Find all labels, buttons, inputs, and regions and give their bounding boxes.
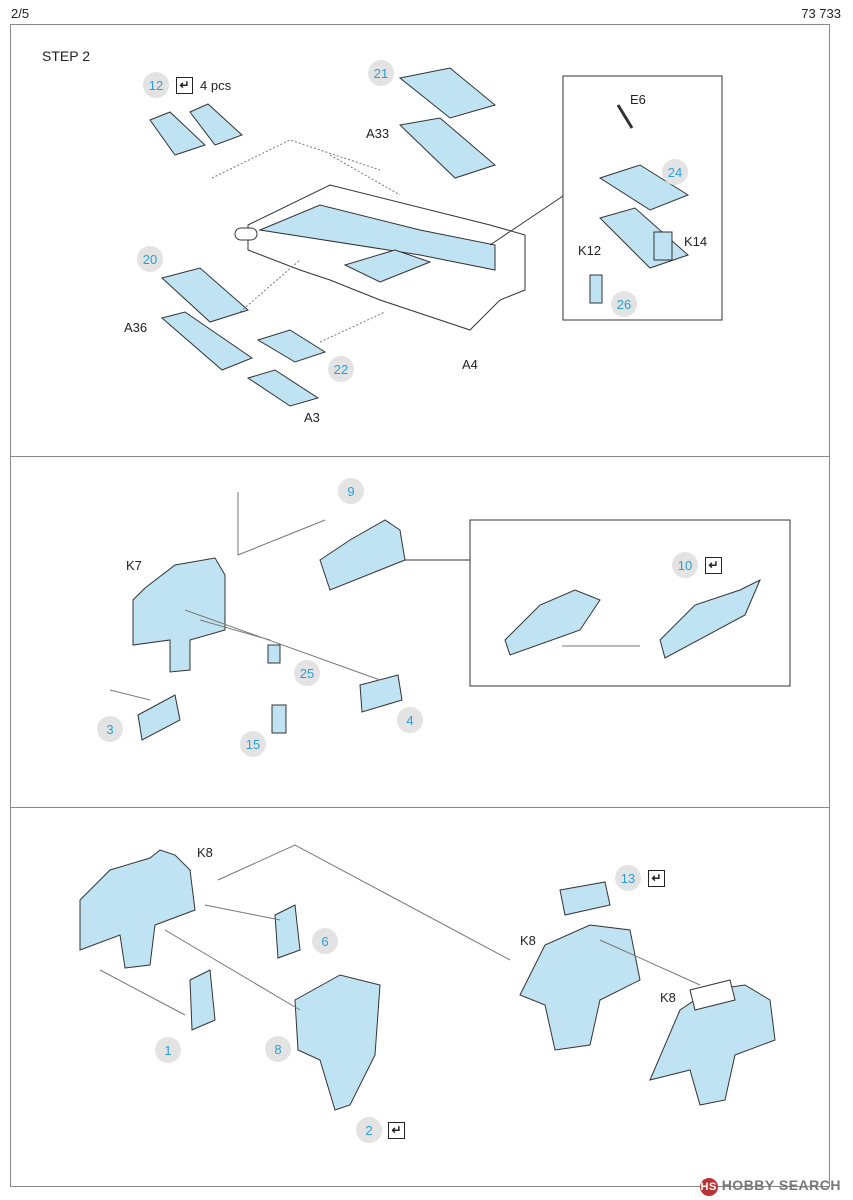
part-a4-label: A4 bbox=[462, 357, 478, 372]
part-9-badge: 9 bbox=[338, 478, 364, 504]
watermark-text: HOBBY SEARCH bbox=[721, 1177, 841, 1193]
page-number: 2/5 bbox=[11, 6, 30, 21]
step2-panel-bottom bbox=[10, 807, 830, 1187]
part-e6-label: E6 bbox=[630, 92, 646, 107]
part-12-qty: 4 pcs bbox=[200, 78, 232, 93]
part-k7-label: K7 bbox=[126, 558, 142, 573]
part-24-badge: 24 bbox=[662, 159, 688, 185]
watermark-logo: HS bbox=[699, 1178, 718, 1196]
part-6-badge: 6 bbox=[312, 928, 338, 954]
part-k8-mid-label: K8 bbox=[520, 933, 536, 948]
part-10-badge: 10 bbox=[672, 552, 698, 578]
part-k8-right-label: K8 bbox=[660, 990, 676, 1005]
part-21-badge: 21 bbox=[368, 60, 394, 86]
part-a36-label: A36 bbox=[124, 320, 148, 335]
part-25-badge: 25 bbox=[294, 660, 320, 686]
fold-icon: ↵ bbox=[648, 870, 665, 887]
part-a33-label: A33 bbox=[366, 126, 390, 141]
part-26-badge: 26 bbox=[611, 291, 637, 317]
step-title: STEP 2 bbox=[42, 48, 90, 64]
part-12-badge: 12 bbox=[143, 72, 169, 98]
part-20-badge: 20 bbox=[137, 246, 163, 272]
part-k8-left-label: K8 bbox=[197, 845, 213, 860]
part-15-badge: 15 bbox=[240, 731, 266, 757]
fold-icon: ↵ bbox=[388, 1122, 405, 1139]
part-1-badge: 1 bbox=[155, 1037, 181, 1063]
part-k14-label: K14 bbox=[684, 234, 708, 249]
catalog-code: 73 733 bbox=[801, 6, 841, 21]
part-2-badge: 2 bbox=[356, 1117, 382, 1143]
part-k12-label: K12 bbox=[578, 243, 602, 258]
part-22-badge: 22 bbox=[328, 356, 354, 382]
part-a3-label: A3 bbox=[304, 410, 320, 425]
fold-icon: ↵ bbox=[176, 77, 193, 94]
part-3-badge: 3 bbox=[97, 716, 123, 742]
part-8-badge: 8 bbox=[265, 1036, 291, 1062]
part-13-badge: 13 bbox=[615, 865, 641, 891]
part-4-badge: 4 bbox=[397, 707, 423, 733]
fold-icon: ↵ bbox=[705, 557, 722, 574]
